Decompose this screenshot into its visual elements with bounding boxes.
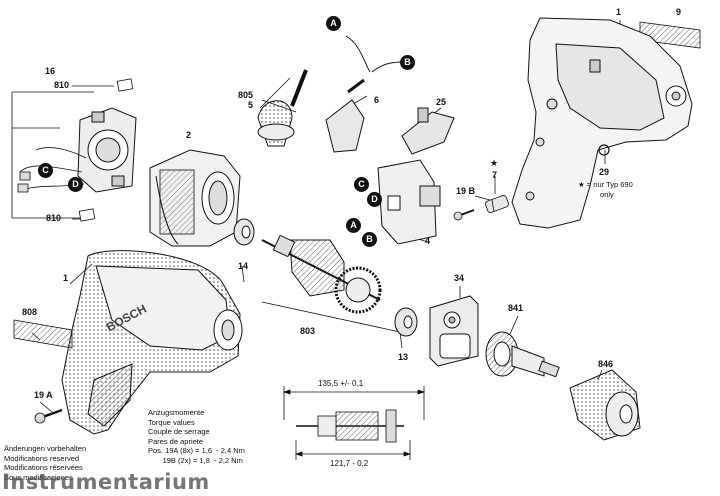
callout-16: 16 (45, 66, 56, 76)
modification-line: Sous modificaciones (4, 472, 73, 482)
callout-1-top: 1 (616, 7, 622, 17)
cable-805 (257, 69, 308, 147)
callout-810-top: 810 (54, 80, 70, 90)
torque-notes: Anzugsmomente Torque values Couple de se… (148, 408, 245, 465)
watermark: Instrumentarium (2, 470, 210, 494)
bearing-14 (233, 218, 255, 246)
drill-chuck-846 (569, 369, 641, 441)
ring-29 (598, 144, 610, 156)
callout-9: 9 (676, 7, 682, 17)
housing-half-left (61, 250, 243, 435)
connector-badge-b: B (362, 232, 377, 247)
callout-808: 808 (22, 307, 38, 317)
switch-4 (377, 159, 441, 245)
screw-19b (453, 209, 475, 221)
part-7 (485, 195, 509, 213)
bearing-plate-34 (429, 295, 479, 367)
connector-badge-b: B (400, 55, 415, 70)
modification-line: Änderungen vorbehalten (4, 444, 87, 453)
switch-cover-25 (401, 107, 455, 155)
gear-841 (485, 331, 560, 378)
torque-line: Torque values (148, 417, 195, 427)
callout-13: 13 (398, 352, 409, 362)
dimension-bottom: 121,7 - 0,2 (330, 459, 369, 468)
wire-terminal (19, 171, 31, 181)
dimension-top: 135,5 +/- 0,1 (318, 379, 364, 388)
carbon-brush-bottom (78, 208, 96, 222)
callout-4: 4 (425, 236, 431, 246)
callout-803: 803 (300, 326, 316, 336)
callout-805: 805 (238, 90, 254, 100)
connector-badge-c: C (354, 177, 369, 192)
callout-34: 34 (454, 273, 465, 283)
callout-841: 841 (508, 303, 524, 313)
bearing-13 (394, 307, 418, 337)
callout-1-left: 1 (63, 273, 69, 283)
cable-guard-6 (325, 35, 405, 153)
modification-line: Modifications reserved (4, 453, 80, 463)
armature-dimension-drawing (282, 386, 426, 460)
callout-19b: 19 B (456, 186, 476, 196)
housing-half-right (511, 17, 693, 229)
wire-terminal (17, 183, 29, 193)
footnote-line-1: ★ = nur Typ 690 (578, 180, 633, 189)
torque-line: 19B (2x) = 1,8 - 2,2 Nm (148, 455, 243, 465)
armature (261, 234, 382, 314)
brush-holder (77, 107, 137, 193)
callout-14: 14 (238, 261, 249, 271)
callout-7: 7 (492, 170, 498, 180)
torque-line: Pos. 19A (8x) = 1,6 - 2,4 Nm (148, 446, 245, 455)
modification-notes: Änderungen vorbehalten Modifications res… (4, 444, 86, 482)
screw-19a (34, 408, 63, 424)
connector-badge-d: D (68, 177, 83, 192)
modification-line: Modifications réservées (4, 463, 83, 472)
callout-2: 2 (186, 130, 192, 140)
callout-29: 29 (599, 167, 610, 177)
torque-line: Couple de serrage (148, 427, 210, 436)
connector-badge-d: D (367, 192, 382, 207)
label-plate-808 (13, 319, 73, 349)
connector-badge-c: C (38, 163, 53, 178)
callout-25: 25 (436, 97, 447, 107)
connector-badge-a: A (326, 16, 341, 31)
torque-line: Anzugsmomente (148, 408, 205, 417)
star-marker: ★ (490, 159, 499, 169)
callout-19a: 19 A (34, 390, 53, 400)
callout-5: 5 (248, 100, 254, 110)
callout-846: 846 (598, 359, 614, 369)
carbon-brush-top (116, 78, 134, 92)
connector-badge-a: A (346, 218, 361, 233)
torque-line: Pares de apriete (148, 436, 204, 446)
callout-810-bottom: 810 (46, 213, 62, 223)
callout-6: 6 (374, 95, 380, 105)
stator (149, 149, 241, 247)
footnote-line-2: only (600, 190, 614, 199)
